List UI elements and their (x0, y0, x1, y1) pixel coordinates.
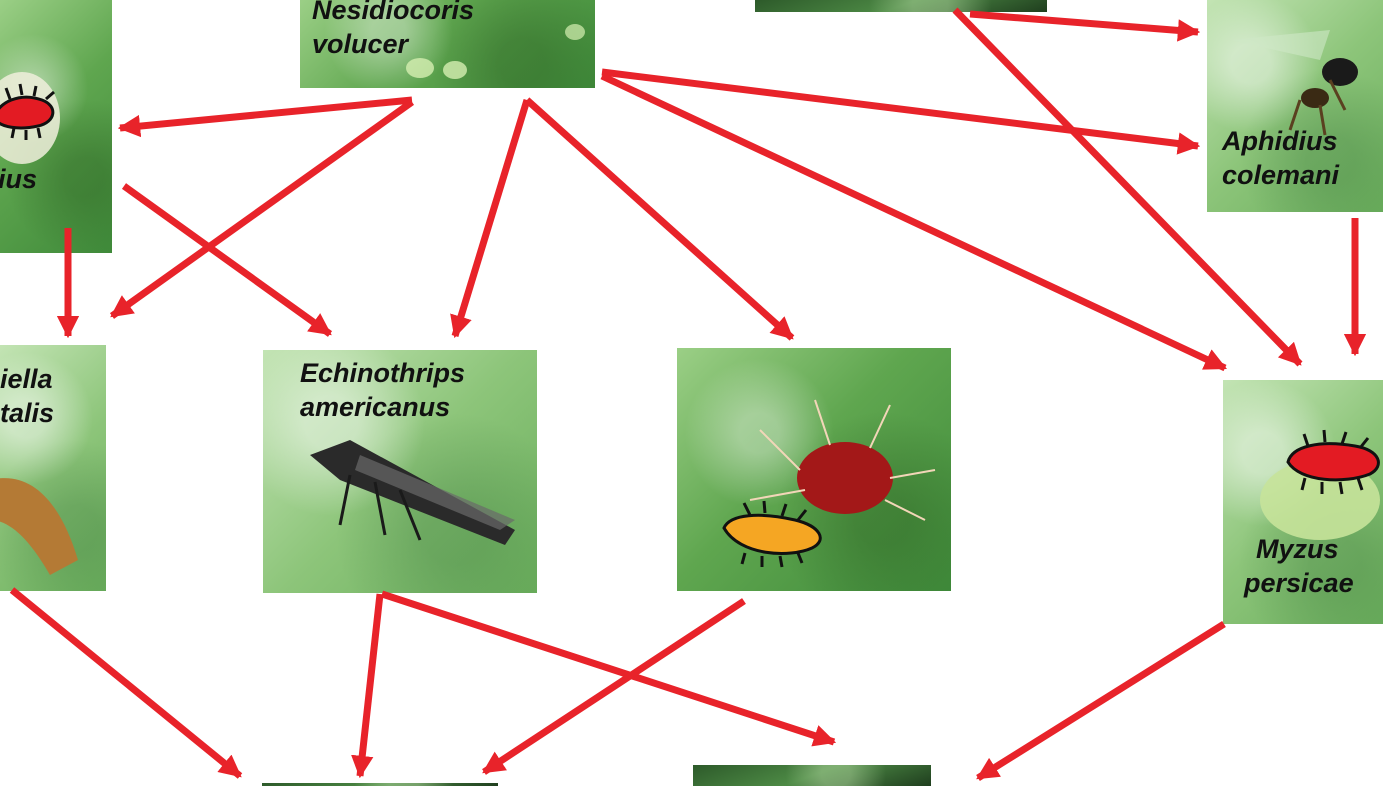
spider-mite-predator-badge (724, 501, 820, 567)
label-myzus: Myzus persicae (1244, 532, 1354, 600)
label-orius-line1: iella (0, 362, 54, 396)
echinothrips-insect (310, 440, 515, 545)
label-aphidius: Aphidius colemani (1222, 124, 1339, 192)
label-echinothrips: Echinothrips americanus (300, 356, 465, 424)
label-nesidiocoris-line1: Nesidiocoris (312, 0, 474, 27)
food-web-arrows (12, 10, 1355, 778)
label-myzus-line1: Myzus (1244, 532, 1354, 566)
arrow-nesidiocoris-to-macrolophus (120, 100, 412, 128)
label-nesidiocoris-line2: volucer (312, 27, 474, 61)
label-orius-line2: talis (0, 396, 54, 430)
arrow-macrolophus-to-echinothrips (124, 186, 330, 334)
arrow-nesidiocoris-to-aphidius (602, 72, 1198, 146)
label-aphidius-line2: colemani (1222, 158, 1339, 192)
orius-bug (0, 478, 78, 575)
arrow-orius-to-bottom-left (12, 590, 240, 776)
arrow-nesidiocoris-to-myzus (602, 76, 1225, 368)
aphidius-wasp (1230, 30, 1358, 135)
label-echinothrips-line2: americanus (300, 390, 465, 424)
spider-mite (750, 400, 935, 520)
arrow-nesidiocoris-to-spider-mite (527, 100, 792, 338)
label-myzus-line2: persicae (1244, 566, 1354, 600)
label-macrolophus-line: ius (0, 162, 37, 196)
arrow-myzus-to-bottom-center (978, 624, 1224, 778)
label-macrolophus-partial: ius (0, 162, 37, 196)
label-orius-partial: iella talis (0, 362, 54, 430)
arrow-spider-mite-to-bottom-left (484, 601, 744, 772)
label-aphidius-line1: Aphidius (1222, 124, 1339, 158)
arrow-echinothrips-to-bottom-center (382, 594, 834, 742)
label-echinothrips-line1: Echinothrips (300, 356, 465, 390)
arrow-echinothrips-to-bottom-left (360, 594, 380, 776)
arrow-nesidiocoris-to-echinothrips (455, 100, 527, 336)
arrow-top-to-aphidius (970, 14, 1198, 32)
label-nesidiocoris: Nesidiocoris volucer (312, 0, 474, 61)
